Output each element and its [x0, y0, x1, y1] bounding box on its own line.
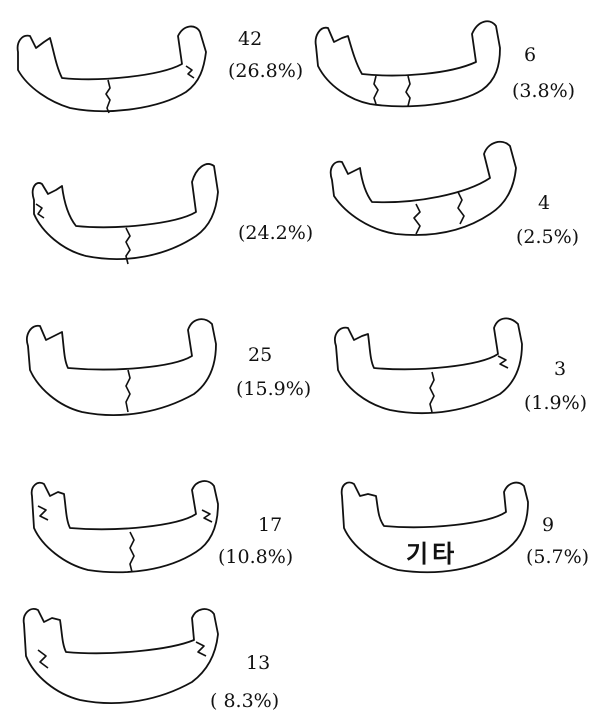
other-label: 기타: [406, 534, 458, 569]
case-percent: (5.7%): [526, 548, 589, 567]
fracture-line: [406, 76, 410, 106]
fracture-line: [196, 642, 206, 656]
case-count: 4: [538, 194, 550, 213]
mandible-outline: [26, 156, 236, 266]
mandible-panel-4: 4 (2.5%): [326, 138, 536, 248]
mandible-panel-7: 17 (10.8%): [28, 476, 238, 586]
mandible-panel-1: 42 (26.8%): [10, 12, 220, 112]
case-count: 6: [524, 46, 536, 65]
fracture-line: [430, 372, 434, 412]
fracture-line: [38, 650, 48, 668]
case-count: 25: [248, 346, 272, 365]
fracture-line: [186, 66, 194, 78]
fracture-line: [36, 204, 44, 218]
fracture-line: [130, 532, 134, 572]
mandible-outline: [330, 316, 540, 426]
fracture-line: [458, 192, 464, 224]
fracture-line: [202, 510, 212, 522]
mandible-outline: [338, 476, 548, 586]
mandible-outline: [22, 316, 232, 426]
mandible-panel-8: 기타 9 (5.7%): [338, 476, 548, 586]
case-percent: (10.8%): [218, 548, 293, 567]
case-percent: (26.8%): [228, 62, 303, 81]
mandible-outline: [28, 476, 238, 586]
mandible-panel-2: 6 (3.8%): [310, 14, 520, 114]
case-percent: (15.9%): [236, 380, 311, 399]
case-percent: (3.8%): [512, 82, 575, 101]
mandible-outline: [10, 12, 220, 112]
fracture-line: [38, 506, 48, 520]
case-percent: (24.2%): [238, 224, 313, 243]
mandible-panel-3: (24.2%): [26, 156, 236, 266]
case-count: 17: [258, 516, 282, 535]
mandible-outline: [326, 138, 536, 248]
fracture-line: [374, 76, 378, 104]
case-count: 9: [542, 516, 554, 535]
mandible-panel-5: 25 (15.9%): [22, 316, 232, 426]
case-percent: (1.9%): [524, 394, 587, 413]
fracture-line: [106, 80, 110, 113]
mandible-panel-9: 13 ( 8.3%): [20, 604, 230, 714]
fracture-line: [126, 370, 130, 412]
fracture-line: [414, 204, 420, 234]
mandible-outline: [20, 604, 230, 714]
case-count: 42: [238, 30, 262, 49]
case-count: 13: [246, 654, 270, 673]
mandible-outline: [310, 14, 520, 114]
case-percent: ( 8.3%): [210, 692, 279, 711]
case-percent: (2.5%): [516, 228, 579, 247]
fracture-line: [498, 356, 508, 368]
mandible-panel-6: 3 (1.9%): [330, 316, 540, 426]
case-count: 3: [554, 360, 566, 379]
